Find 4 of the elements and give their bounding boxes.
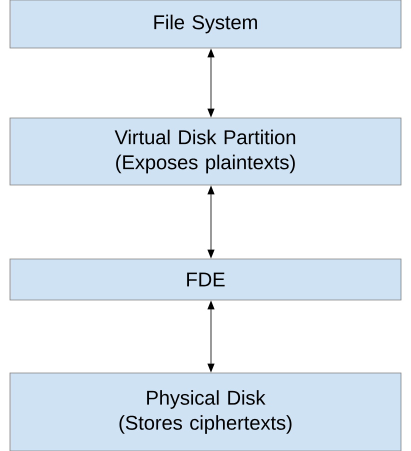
process-box: Virtual Disk Partition (Exposes plaintexts) xyxy=(10,118,402,186)
process-box: Physical Disk (Stores ciphertexts) xyxy=(10,372,402,451)
process-box: FDE xyxy=(10,258,402,300)
process-box: File System xyxy=(10,0,402,48)
